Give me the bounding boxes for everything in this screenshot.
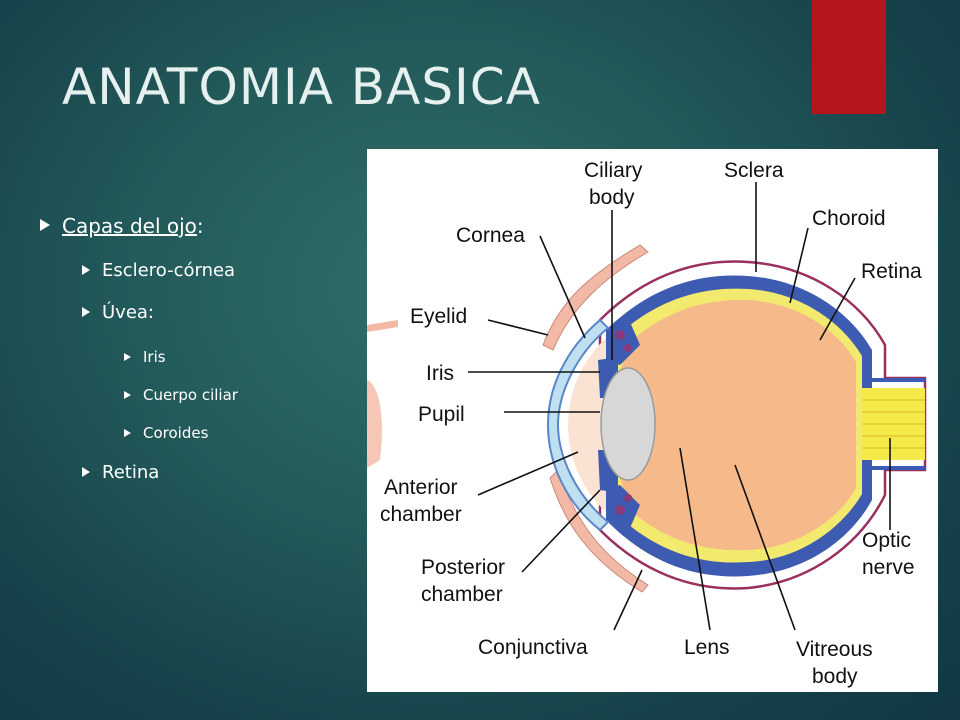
label-iris: Iris xyxy=(426,362,454,385)
ciliary-dot xyxy=(615,330,625,340)
capas-link[interactable]: Capas del ojo xyxy=(62,214,197,238)
label-pupil: Pupil xyxy=(418,403,465,426)
bullet-text: Coroides xyxy=(143,423,209,442)
bullet-uvea: Úvea: xyxy=(82,302,154,323)
label-vitreous-body-2: body xyxy=(812,665,858,688)
ciliary-dot xyxy=(624,494,632,502)
accent-bar xyxy=(812,0,886,114)
bullet-arrow-icon xyxy=(82,265,90,275)
ciliary-dot xyxy=(624,344,632,352)
label-lens: Lens xyxy=(684,636,730,659)
label-cornea: Cornea xyxy=(456,224,525,247)
optic-nerve-sheath xyxy=(872,378,925,470)
bullet-retina: Retina xyxy=(82,462,159,483)
bullet-cuerpo-ciliar: Cuerpo ciliar xyxy=(124,384,238,404)
label-anterior-chamber-2: chamber xyxy=(380,503,462,526)
label-posterior-chamber-2: chamber xyxy=(421,583,503,606)
bullet-capas: Capas del ojo: xyxy=(40,214,204,238)
slide-title: ANATOMIA BASICA xyxy=(62,58,541,116)
label-ciliary-body-2: body xyxy=(589,186,635,209)
face-skin xyxy=(367,380,382,468)
label-choroid: Choroid xyxy=(812,207,886,230)
label-vitreous-body: Vitreous xyxy=(796,638,873,661)
label-ciliary-body: Ciliary xyxy=(584,159,643,182)
eye-diagram: Ciliary body Sclera Cornea Choroid Retin… xyxy=(367,149,938,692)
label-retina: Retina xyxy=(861,260,922,283)
bullet-text: Esclero-córnea xyxy=(102,260,236,281)
bullet-text: Retina xyxy=(102,462,160,483)
label-posterior-chamber: Posterior xyxy=(421,556,505,579)
vitreous-body xyxy=(615,299,856,551)
bullet-arrow-icon xyxy=(82,307,90,317)
eye-diagram-svg: Ciliary body Sclera Cornea Choroid Retin… xyxy=(367,159,927,688)
label-optic-nerve-2: nerve xyxy=(862,556,915,579)
pointer-lines xyxy=(468,182,891,631)
face-skin-upper xyxy=(367,320,398,332)
label-anterior-chamber: Anterior xyxy=(384,476,458,499)
heading-suffix: : xyxy=(196,214,204,238)
bullet-text: Úvea: xyxy=(102,302,154,323)
bullet-iris: Iris xyxy=(124,346,166,366)
bullet-arrow-icon xyxy=(40,218,50,231)
bullet-text: Iris xyxy=(143,347,166,366)
ciliary-body-upper xyxy=(606,322,640,365)
bullet-coroides: Coroides xyxy=(124,422,208,442)
optic-nerve-fibers xyxy=(862,399,925,449)
bullet-arrow-icon xyxy=(124,429,131,437)
lens xyxy=(600,367,656,481)
bullet-esclero: Esclero-córnea xyxy=(82,260,235,281)
label-sclera: Sclera xyxy=(724,159,784,182)
bullet-text: Cuerpo ciliar xyxy=(143,385,238,404)
bullet-arrow-icon xyxy=(82,467,90,477)
label-optic-nerve: Optic xyxy=(862,529,911,552)
ciliary-dot xyxy=(615,505,625,515)
bullet-arrow-icon xyxy=(124,391,131,399)
upper-eyelid xyxy=(542,244,649,351)
label-eyelid: Eyelid xyxy=(410,305,467,328)
bullet-arrow-icon xyxy=(124,353,131,361)
anterior-chamber xyxy=(568,338,606,512)
label-conjunctiva: Conjunctiva xyxy=(478,636,588,659)
